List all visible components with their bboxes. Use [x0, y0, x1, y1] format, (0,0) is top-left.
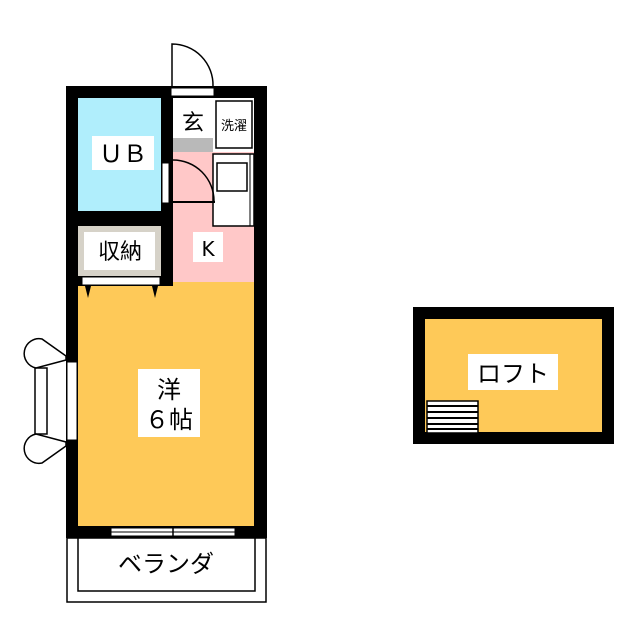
closet-pin-right: [152, 286, 158, 298]
closet-pin-left: [85, 286, 91, 298]
western-room-label-size: ６帖: [145, 406, 193, 434]
bath-door: [161, 162, 170, 204]
entrance-label: 玄: [182, 111, 204, 136]
western-room-label-type: 洋: [157, 376, 181, 404]
left-window: [66, 361, 78, 441]
storage-label: 収納: [98, 240, 142, 265]
unit-bath-label-bg: [92, 136, 154, 170]
entrance-step: [173, 138, 213, 152]
entrance-door-frame: [170, 87, 215, 97]
bay-window-bottom-icon: [23, 433, 67, 465]
loft-label: ロフト: [477, 360, 549, 388]
entrance-door-swing-icon: [171, 43, 214, 87]
bay-window-top-icon: [23, 337, 67, 369]
partition-wall: [161, 226, 173, 286]
entrance-area: [173, 98, 213, 143]
balcony-label: ベランダ: [118, 550, 214, 578]
interior-door-swing-icon: [172, 159, 215, 202]
unit-bath-label: ＵＢ: [99, 140, 147, 168]
storage-inner: [84, 232, 155, 270]
kitchen-room-opening: [173, 282, 254, 286]
western-room-label-bg: [138, 369, 200, 437]
laundry-box: [215, 100, 253, 149]
kitchen-label: K: [201, 237, 215, 261]
kitchen-label-bg: [193, 232, 223, 262]
sink-icon: [216, 162, 248, 192]
bay-window-frame: [34, 367, 48, 435]
balcony-inner: [77, 537, 256, 592]
ladder-icon: [426, 400, 479, 434]
storage-door: [81, 276, 161, 286]
laundry-label: 洗濯: [221, 119, 247, 134]
loft-label-bg: [468, 354, 558, 390]
